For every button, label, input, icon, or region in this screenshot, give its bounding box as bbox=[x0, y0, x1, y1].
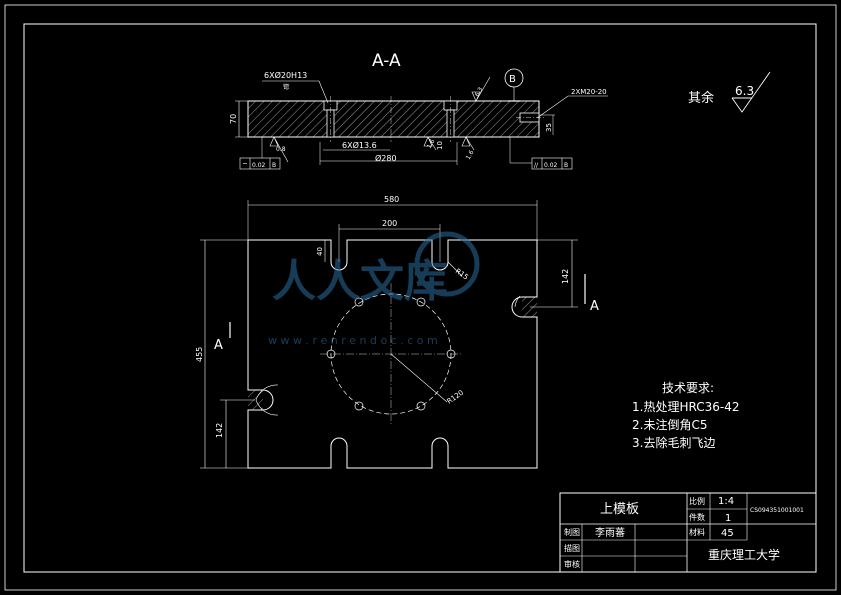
svg-text:A: A bbox=[590, 299, 599, 314]
svg-text:1.6: 1.6 bbox=[426, 138, 437, 150]
watermark-logo-icon bbox=[414, 231, 480, 297]
section-side-hole bbox=[516, 112, 545, 123]
review-label: 审核 bbox=[564, 559, 580, 569]
hole-callout-top: 6XØ20H13 bbox=[264, 70, 307, 80]
datum-b-label: B bbox=[509, 74, 516, 85]
qty-label: 件数 bbox=[689, 512, 705, 522]
section-hatch bbox=[248, 101, 539, 137]
requirement-item: 1.热处理HRC36-42 bbox=[632, 400, 739, 414]
scale-value: 1:4 bbox=[718, 496, 734, 507]
drawn-label: 制图 bbox=[564, 527, 580, 537]
side-hole-callout: 2XM20-20 bbox=[571, 88, 607, 96]
surface-note: 其余 6.3 bbox=[688, 71, 771, 113]
plate-height-dim: 455 bbox=[195, 347, 204, 362]
plan-view: R120 R15 580 200 40 455 142 142 bbox=[195, 195, 599, 469]
roughness-symbol-icon bbox=[731, 71, 771, 113]
svg-text:A: A bbox=[214, 338, 223, 353]
roughness-right-icon: 1.6 bbox=[461, 136, 476, 161]
svg-text:0.8: 0.8 bbox=[276, 146, 286, 153]
section-view: A-A 6XØ20H13 锪 70 6XØ13.6 Ø2 bbox=[229, 51, 608, 170]
bolt-circle-diameter: Ø280 bbox=[375, 153, 397, 163]
technical-requirements: 技术要求: 1.热处理HRC36-42 2.未注倒角C5 3.去除毛刺飞边 bbox=[632, 381, 739, 450]
tolerance-frame-right: // 0.02 B bbox=[509, 137, 573, 170]
scale-label: 比例 bbox=[689, 496, 705, 506]
hole-callout-top-sub: 锪 bbox=[283, 83, 289, 91]
section-marker-left: A bbox=[214, 322, 231, 353]
inner-border bbox=[23, 23, 817, 573]
section-hole-left bbox=[323, 96, 338, 142]
tolerance-frame-left: 0.02 B bbox=[239, 137, 281, 170]
section-marker-right: A bbox=[584, 274, 599, 314]
bolt-radius-label: R120 bbox=[446, 389, 466, 406]
svg-text:B: B bbox=[272, 162, 276, 169]
requirement-item: 3.去除毛刺飞边 bbox=[632, 435, 715, 450]
slot-depth-dim: 40 bbox=[316, 247, 324, 256]
svg-text://: // bbox=[534, 162, 539, 169]
plate-width-dim: 580 bbox=[384, 195, 399, 204]
section-hole-right bbox=[443, 96, 458, 142]
school-name: 重庆理工大学 bbox=[708, 547, 780, 562]
material-label: 材料 bbox=[689, 527, 705, 537]
roughness-top-icon: 6.3 bbox=[471, 76, 491, 102]
watermark: 人人文库 w w w . r e n r e n d o c . c o m bbox=[268, 231, 480, 347]
roughness-bottom-icon: 1.6 bbox=[423, 136, 437, 151]
section-height-dim: 70 bbox=[229, 114, 238, 124]
title-block: 上模板 比例 1:4 件数 1 材料 45 CS094351001001 制图 … bbox=[559, 492, 817, 573]
surface-note-value: 6.3 bbox=[735, 84, 754, 98]
outer-border bbox=[4, 4, 837, 591]
material-value: 45 bbox=[721, 528, 734, 539]
svg-text:6.3: 6.3 bbox=[474, 86, 485, 98]
svg-text:0.02: 0.02 bbox=[544, 162, 558, 169]
requirements-title: 技术要求: bbox=[662, 381, 714, 395]
hole-callout-bottom: 6XØ13.6 bbox=[342, 140, 377, 150]
slot-span-dim: 200 bbox=[382, 219, 397, 228]
counterbore-depth: 10 bbox=[436, 141, 444, 150]
roughness-left-icon: 0.8 bbox=[269, 136, 289, 163]
drawn-name: 李雨蕃 bbox=[595, 526, 625, 539]
section-title: A-A bbox=[372, 51, 401, 71]
part-name: 上模板 bbox=[600, 502, 639, 517]
surface-note-label: 其余 bbox=[688, 90, 714, 106]
svg-text:0.02: 0.02 bbox=[252, 162, 266, 169]
qty-value: 1 bbox=[725, 513, 731, 524]
right-offset-dim: 142 bbox=[561, 269, 570, 284]
left-offset-dim: 142 bbox=[215, 423, 224, 438]
slot-radius-label: R15 bbox=[454, 267, 470, 281]
watermark-text: 人人文库 bbox=[272, 256, 448, 307]
design-label: 描图 bbox=[564, 543, 580, 553]
side-hole-dim: 35 bbox=[545, 123, 553, 132]
svg-text:1.6: 1.6 bbox=[465, 149, 476, 161]
svg-text:B: B bbox=[564, 162, 568, 169]
drawing-number: CS094351001001 bbox=[750, 507, 804, 514]
requirement-item: 2.未注倒角C5 bbox=[632, 417, 707, 432]
watermark-url: w w w . r e n r e n d o c . c o m bbox=[268, 334, 438, 347]
